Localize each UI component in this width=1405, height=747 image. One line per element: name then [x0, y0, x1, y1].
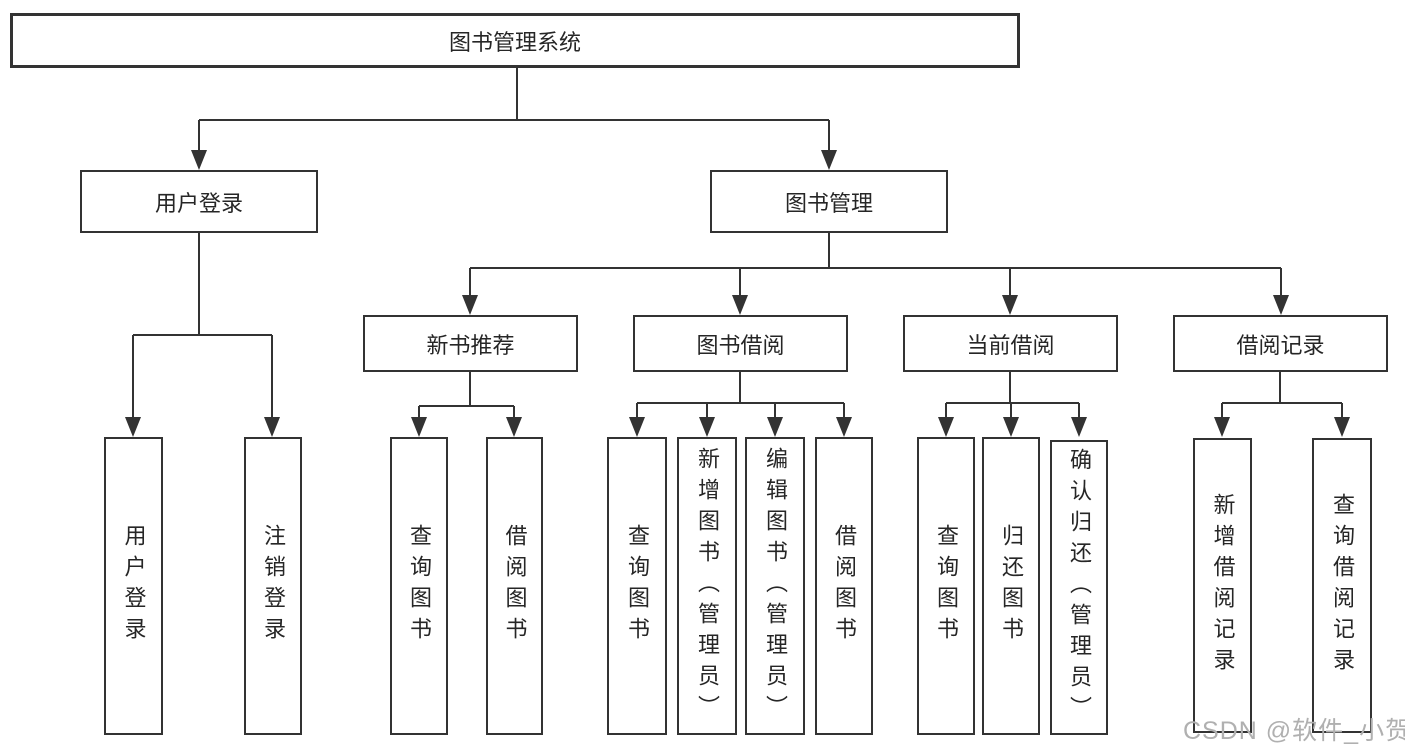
leaf-query-books-current-label: 查询图书	[934, 524, 959, 648]
csdn-watermark: CSDN @软件_小贺同学	[1183, 717, 1405, 745]
leaf-borrow-books-recommend-label: 借阅图书	[502, 524, 528, 648]
leaf-add-books-admin: 新增图书（管理员）	[677, 437, 737, 735]
leaf-add-borrow-record: 新增借阅记录	[1193, 438, 1252, 733]
leaf-borrow-books-label: 借阅图书	[832, 524, 857, 648]
leaf-borrow-books-recommend: 借阅图书	[486, 437, 543, 735]
leaf-add-borrow-record-label: 新增借阅记录	[1210, 492, 1236, 679]
node-library-management-system: 图书管理系统	[10, 13, 1020, 68]
tree-edges	[132, 68, 1343, 421]
leaf-query-books-borrow-label: 查询图书	[625, 524, 650, 648]
node-book-management: 图书管理	[710, 170, 948, 233]
leaf-return-books-label: 归还图书	[999, 524, 1024, 648]
node-book-borrowing: 图书借阅	[633, 315, 848, 372]
leaf-query-books-recommend-label: 查询图书	[407, 524, 432, 648]
leaf-confirm-return-admin-label: 确认归还（管理员）	[1067, 448, 1092, 727]
leaf-borrow-books: 借阅图书	[815, 437, 873, 735]
leaf-query-borrow-record-label: 查询借阅记录	[1330, 492, 1355, 679]
leaf-query-books-borrow: 查询图书	[607, 437, 667, 735]
leaf-logout-label: 注销登录	[261, 524, 286, 648]
leaf-query-borrow-record: 查询借阅记录	[1312, 438, 1372, 733]
leaf-user-login: 用户登录	[104, 437, 163, 735]
leaf-return-books: 归还图书	[982, 437, 1040, 735]
leaf-edit-books-admin-label: 编辑图书（管理员）	[763, 446, 788, 726]
arrowheads	[125, 150, 1350, 437]
leaf-add-books-admin-label: 新增图书（管理员）	[695, 446, 720, 726]
node-user-login: 用户登录	[80, 170, 318, 233]
leaf-query-books-recommend: 查询图书	[390, 437, 448, 735]
leaf-query-books-current: 查询图书	[917, 437, 975, 735]
leaf-user-login-label: 用户登录	[121, 524, 147, 648]
node-borrowing-records: 借阅记录	[1173, 315, 1388, 372]
leaf-logout: 注销登录	[244, 437, 302, 735]
node-current-borrowing: 当前借阅	[903, 315, 1118, 372]
leaf-confirm-return-admin: 确认归还（管理员）	[1050, 440, 1108, 735]
node-new-book-recommendation: 新书推荐	[363, 315, 578, 372]
leaf-edit-books-admin: 编辑图书（管理员）	[745, 437, 805, 735]
